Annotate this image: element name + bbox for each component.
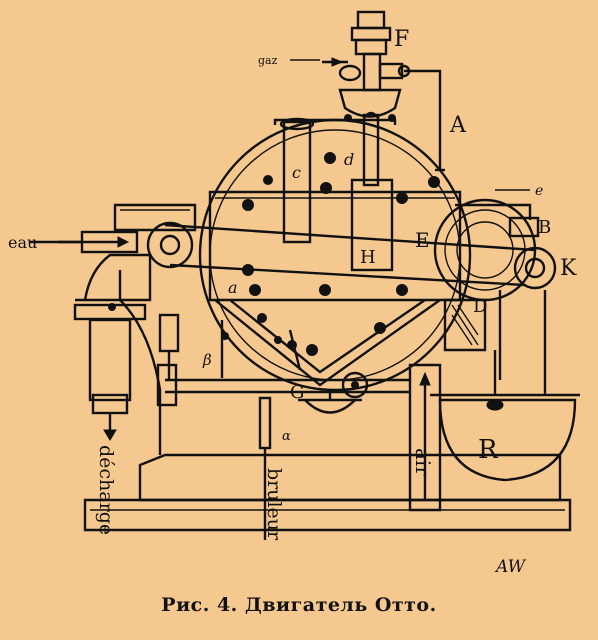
label-E: E [415, 228, 430, 252]
v-linkage [214, 299, 441, 399]
label-beta: β [202, 351, 212, 369]
label-alpha: α [282, 429, 291, 444]
label-R: R [478, 435, 499, 465]
label-decharge: décharge [95, 445, 117, 535]
label-eau: eau [8, 233, 37, 252]
caption-title: Двигатель Отто. [244, 594, 437, 616]
signature-aw: AW [494, 557, 527, 577]
label-d: d [344, 150, 354, 169]
caption-figure-number: Рис. 4. [161, 594, 238, 616]
regulator-r [430, 290, 580, 482]
label-air: air [411, 448, 435, 476]
vertical-pipes [279, 111, 394, 272]
spring-valve-d [443, 290, 502, 380]
label-F: F [394, 27, 409, 52]
housing-bolts [242, 152, 440, 356]
otto-engine-figure: gaz F A c d e B eau E H K a D β G α R ai… [8, 10, 580, 577]
left-frame [30, 203, 197, 302]
label-e: e [535, 183, 543, 199]
g-lever [156, 363, 410, 414]
alpha-burner [258, 396, 272, 540]
label-c: c [292, 163, 301, 182]
label-G: G [290, 382, 304, 403]
air-pipe [408, 363, 442, 512]
label-A: A [449, 113, 467, 138]
gas-valve-column [322, 10, 445, 172]
beta-valve [158, 313, 302, 380]
water-inlet-arrow [58, 236, 130, 248]
label-gaz: gaz [258, 54, 278, 67]
figure-caption: Рис. 4. Двигатель Отто. [0, 594, 598, 616]
label-H: H [360, 247, 376, 268]
label-a: a [228, 278, 238, 297]
label-D: D [473, 296, 487, 317]
discharge-pipe [73, 303, 147, 441]
engine-drawing: gaz F A c d e B eau E H K a D β G α R ai… [8, 10, 580, 577]
label-K: K [560, 256, 577, 281]
label-B: B [538, 217, 551, 238]
label-bruleur: bruleur [263, 468, 285, 541]
